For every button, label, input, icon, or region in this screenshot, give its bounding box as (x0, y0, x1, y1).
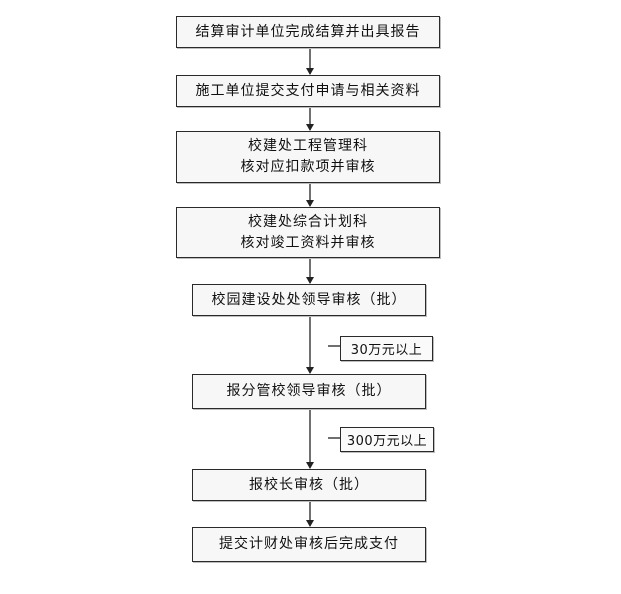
step-1-label: 结算审计单位完成结算并出具报告 (195, 23, 421, 40)
step-4-label-line-2: 核对竣工资料并审核 (240, 234, 376, 251)
step-2-box: 施工单位提交支付申请与相关资料 (176, 75, 440, 107)
step-2-label: 施工单位提交支付申请与相关资料 (195, 82, 421, 99)
threshold-1-box: 30万元以上 (340, 336, 433, 361)
step-7-label: 报校长审核（批） (249, 476, 369, 493)
threshold-2-label: 300万元以上 (346, 434, 428, 449)
step-8-box: 提交计财处审核后完成支付 (192, 527, 426, 562)
step-5-label: 校园建设处处领导审核（批） (211, 291, 407, 308)
step-3-label-line-2: 核对应扣款项并审核 (240, 159, 376, 175)
step-6-label: 报分管校领导审核（批） (226, 383, 392, 399)
threshold-1-label: 30万元以上 (350, 343, 423, 358)
step-5-box: 校园建设处处领导审核（批） (192, 284, 426, 316)
step-7-box: 报校长审核（批） (192, 469, 426, 501)
step-1-box: 结算审计单位完成结算并出具报告 (176, 16, 440, 48)
threshold-2-box: 300万元以上 (340, 427, 434, 452)
step-8-label: 提交计财处审核后完成支付 (219, 536, 399, 552)
step-4-box: 校建处综合计划科 核对竣工资料并审核 (176, 207, 440, 258)
step-4-label-line-1: 校建处综合计划科 (248, 213, 368, 230)
step-3-label-line-1: 校建处工程管理科 (248, 138, 368, 154)
step-3-box: 校建处工程管理科 核对应扣款项并审核 (176, 131, 440, 183)
step-6-box: 报分管校领导审核（批） (192, 374, 426, 409)
